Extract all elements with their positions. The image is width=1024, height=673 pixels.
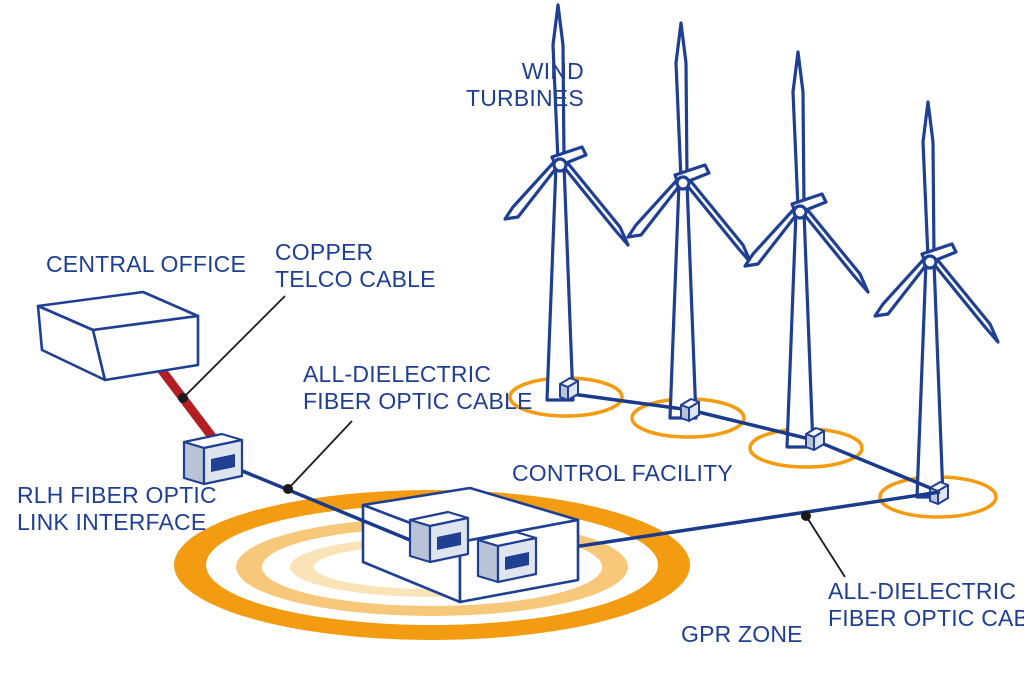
- fiber-cable-bottom-label: ALL-DIELECTRIC FIBER OPTIC CABLE: [828, 578, 1024, 631]
- rlh-interface-device-icon: [182, 432, 244, 486]
- turbine-box-3-icon: [805, 427, 825, 451]
- wind-turbine-3-icon: [743, 50, 870, 449]
- fiber-cable-bottom-leader: [805, 515, 846, 578]
- wind-turbine-4-icon: [873, 100, 1000, 499]
- central-office-building: [36, 290, 200, 382]
- fiber-cable-control-to-turbines: [539, 490, 941, 554]
- control-rlh-device-1-icon: [408, 510, 470, 564]
- turbine-box-1-icon: [559, 377, 579, 401]
- fiber-cable-top-leader: [287, 420, 353, 490]
- control-facility-label: CONTROL FACILITY: [512, 460, 733, 486]
- fiber-cable-top-label: ALL-DIELECTRIC FIBER OPTIC CABLE: [303, 361, 533, 414]
- copper-cable-label: COPPER TELCO CABLE: [275, 239, 436, 292]
- rlh-interface-label: RLH FIBER OPTIC LINK INTERFACE: [17, 482, 217, 535]
- central-office-label: CENTRAL OFFICE: [46, 251, 247, 277]
- copper-cable-leader: [182, 295, 286, 399]
- turbine-box-2-icon: [680, 398, 700, 422]
- wind-turbines-label: WIND TURBINES: [466, 58, 584, 111]
- wind-turbine-2-icon: [626, 21, 753, 420]
- turbine-fiber-ring: [571, 392, 941, 494]
- control-rlh-device-2-icon: [476, 530, 538, 584]
- gpr-zone-label: GPR ZONE: [681, 621, 803, 647]
